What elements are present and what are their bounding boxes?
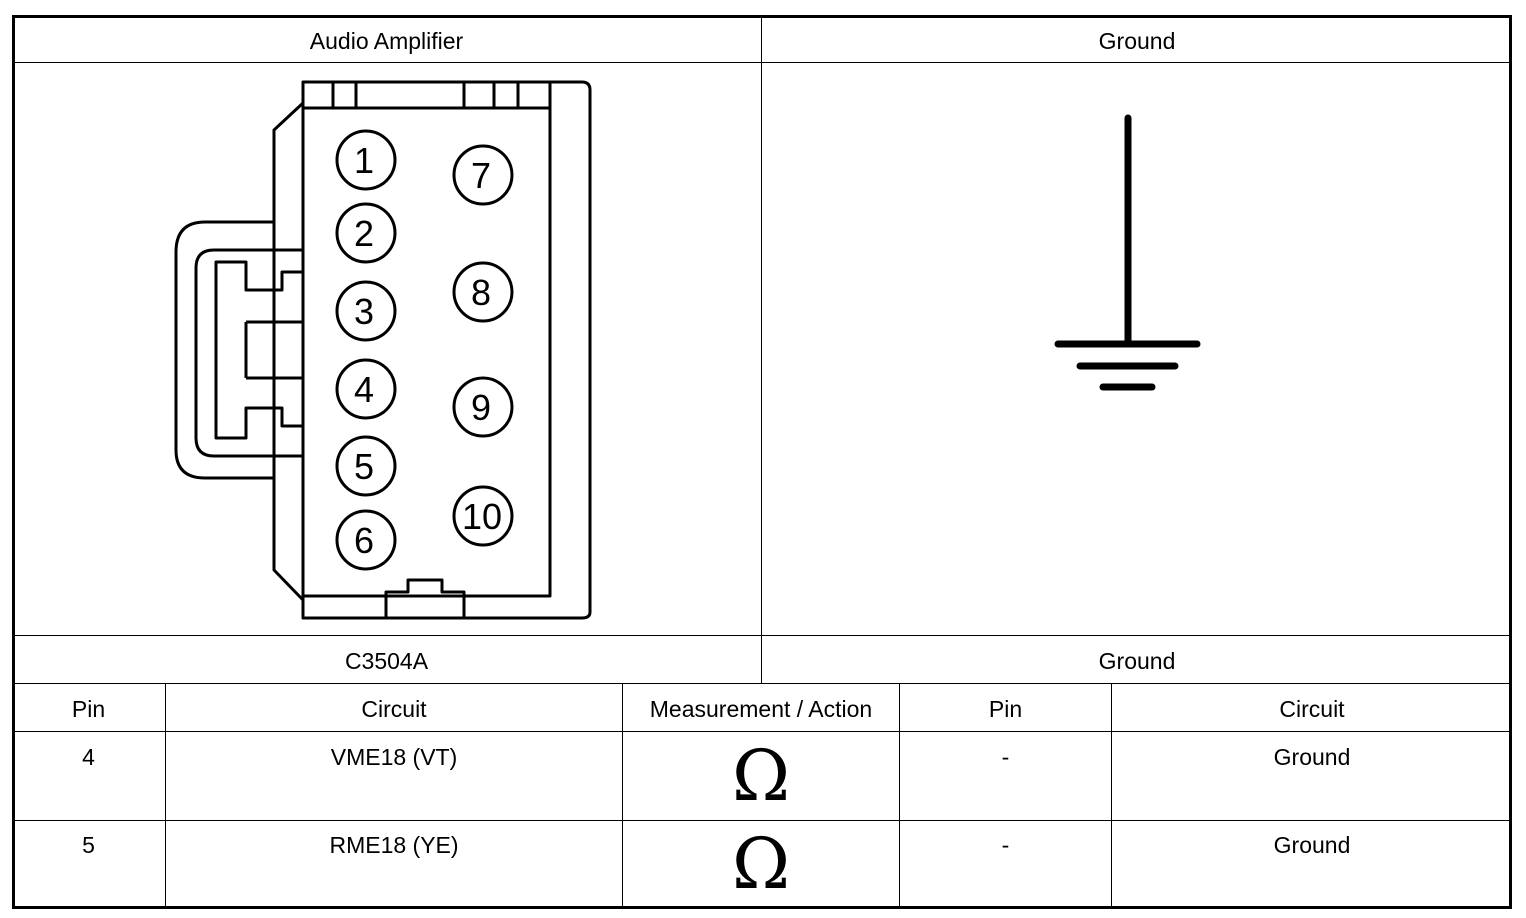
to-circuit-cell: Ground: [1273, 832, 1351, 858]
ground-symbol-icon: [1054, 114, 1201, 391]
circuit-cell: VME18 (VT): [330, 744, 458, 770]
pin-label: 1: [354, 140, 374, 181]
pin-label: 9: [471, 387, 491, 428]
pin-label: 8: [471, 272, 491, 313]
ground-title: Ground: [1098, 28, 1176, 54]
pin-label: 2: [354, 213, 374, 254]
to-circuit-cell: Ground: [1273, 744, 1351, 770]
pin-cell: 4: [82, 744, 95, 770]
to-pin-cell: -: [1001, 744, 1010, 770]
column-header: Circuit: [1279, 696, 1345, 722]
to-pin-cell: -: [1001, 832, 1010, 858]
divider: [622, 683, 623, 909]
connector-id: C3504A: [344, 648, 429, 674]
pin-cell: 5: [82, 832, 95, 858]
outer-frame: [12, 15, 1512, 909]
divider: [899, 683, 900, 909]
divider: [12, 731, 1512, 732]
ohm-icon: Ω: [731, 823, 791, 905]
pin-label: 5: [354, 446, 374, 487]
pin-label: 6: [354, 520, 374, 561]
divider: [12, 683, 1512, 684]
divider: [12, 62, 1512, 63]
pin-label: 4: [354, 369, 374, 410]
divider: [761, 15, 762, 683]
circuit-cell: RME18 (YE): [329, 832, 459, 858]
divider: [12, 635, 1512, 636]
divider: [165, 683, 166, 909]
ohm-icon: Ω: [731, 735, 791, 817]
column-header: Pin: [988, 696, 1023, 722]
column-header: Measurement / Action: [649, 696, 873, 722]
pin-label: 10: [462, 496, 502, 537]
column-header: Pin: [71, 696, 106, 722]
column-header: Circuit: [361, 696, 427, 722]
divider: [12, 820, 1512, 821]
pin-label: 7: [471, 155, 491, 196]
ground-label: Ground: [1098, 648, 1176, 674]
divider: [1111, 683, 1112, 909]
pin-label: 3: [354, 291, 374, 332]
component-title: Audio Amplifier: [309, 28, 464, 54]
